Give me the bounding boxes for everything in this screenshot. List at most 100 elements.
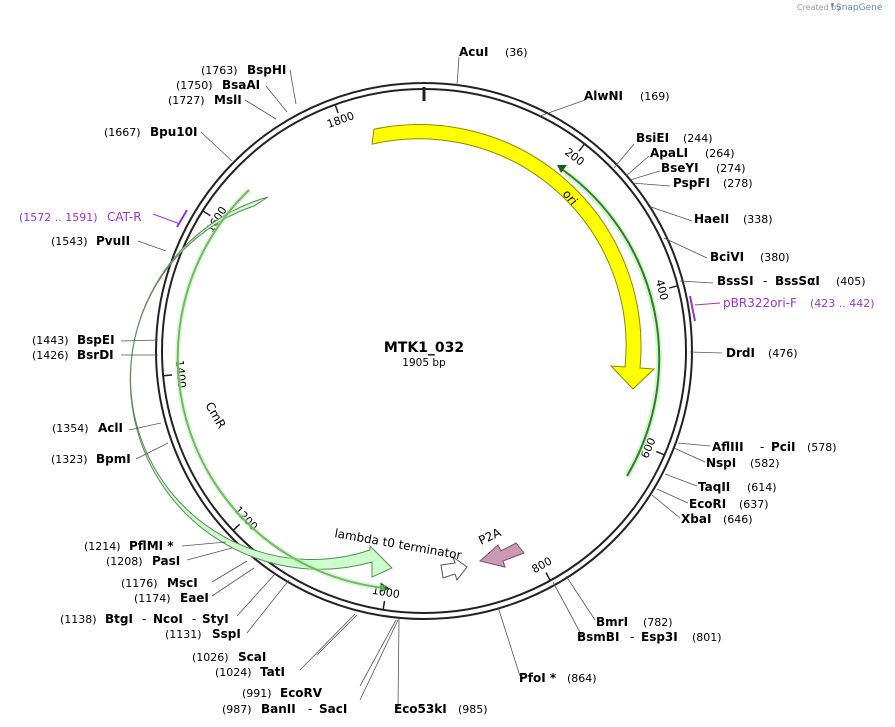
site-haeii[interactable]: HaeII(338)	[694, 212, 773, 226]
site-pvuii[interactable]: (1543) PvuII	[51, 234, 130, 248]
site-tati[interactable]: (1024) TatI	[215, 665, 285, 679]
feature-cmr[interactable]: CmR	[129, 196, 393, 578]
site-ecorv[interactable]: (991)EcoRV	[242, 686, 323, 700]
svg-text:(1543): (1543)	[51, 235, 88, 248]
restriction-site-labels: AcuI(36) AlwNI(169) BsiEI(244) ApaLI (264…	[32, 45, 866, 716]
svg-text:(264): (264)	[705, 147, 735, 160]
primer-pbr322ori-f-range: (423 .. 442)	[810, 297, 875, 310]
svg-text:(338): (338)	[743, 213, 773, 226]
site-bsaai[interactable]: (1750)BsaAI	[176, 78, 260, 92]
svg-text:-: -	[763, 274, 767, 288]
site-taqii[interactable]: TaqII(614)	[698, 480, 777, 494]
svg-text:(278): (278)	[723, 177, 753, 190]
tick-label: 400	[653, 278, 671, 302]
svg-text:SacI: SacI	[319, 702, 347, 716]
primer-pbr322ori-f-name: pBR322ori-F	[723, 296, 797, 310]
svg-text:(582): (582)	[750, 457, 780, 470]
svg-text:(1026): (1026)	[192, 651, 229, 664]
site-bsphi[interactable]: (1763)BspHI	[201, 63, 286, 77]
svg-text:-: -	[760, 440, 764, 454]
site-ecori[interactable]: EcoRI (637)	[689, 497, 769, 511]
plasmid-name: MTK1_032	[384, 340, 464, 356]
tick-mark	[202, 210, 211, 217]
site-bsiei[interactable]: BsiEI(244)	[636, 131, 713, 145]
site-pflmi[interactable]: (1214)PflMI *	[84, 539, 174, 553]
tick-label: 1800	[325, 109, 356, 131]
primer-pbr322ori-f[interactable]: pBR322ori-F (423 .. 442)	[689, 295, 875, 322]
svg-text:(1024): (1024)	[215, 666, 252, 679]
site-bsmbi[interactable]: BsmBI-Esp3I(801)	[577, 630, 722, 644]
site-alwni[interactable]: AlwNI(169)	[584, 89, 670, 103]
site-apali[interactable]: ApaLI (264)	[650, 146, 735, 160]
site-acli[interactable]: (1354)AclI	[52, 421, 123, 435]
plasmid-length: 1905 bp	[402, 357, 446, 369]
site-nspi[interactable]: NspI(582)	[706, 456, 780, 470]
tick-mark	[334, 104, 339, 114]
svg-text:(1214): (1214)	[84, 540, 121, 553]
svg-text:NcoI: NcoI	[153, 612, 183, 626]
site-bsssi[interactable]: BssSI-BssSαI(405)	[717, 274, 866, 288]
site-acui[interactable]: AcuI(36)	[459, 45, 528, 59]
svg-text:AcuI: AcuI	[459, 45, 488, 59]
svg-text:ApaLI: ApaLI	[650, 146, 688, 160]
tick-mark	[578, 143, 586, 152]
svg-text:StyI: StyI	[202, 612, 229, 626]
site-bpu10i[interactable]: (1667) Bpu10I	[104, 125, 197, 139]
svg-text:(637): (637)	[739, 498, 769, 511]
svg-text:AclI: AclI	[98, 421, 123, 435]
site-bsrdi[interactable]: (1426)BsrDI	[32, 348, 114, 362]
site-drdi[interactable]: DrdI(476)	[726, 346, 798, 360]
svg-text:Bpu10I: Bpu10I	[150, 125, 197, 139]
ori-arrow	[371, 124, 656, 390]
svg-text:BssSαI: BssSαI	[775, 274, 820, 288]
svg-text:XbaI: XbaI	[681, 512, 711, 526]
site-banii[interactable]: (987)BanII-SacI	[222, 702, 347, 716]
p2a-arrow	[478, 542, 525, 568]
svg-text:(1174): (1174)	[134, 592, 171, 605]
site-bpmi[interactable]: (1323)BpmI	[51, 452, 131, 466]
svg-text:PvuII: PvuII	[96, 234, 130, 248]
site-bcivi[interactable]: BciVI(380)	[710, 250, 790, 264]
primer-cat-r-range: (1572 .. 1591)	[19, 211, 98, 224]
site-bmri[interactable]: BmrI (782)	[596, 615, 673, 629]
svg-text:(985): (985)	[458, 703, 488, 716]
svg-text:ScaI: ScaI	[238, 650, 266, 664]
svg-text:EcoRV: EcoRV	[280, 686, 323, 700]
site-xbai[interactable]: XbaI(646)	[681, 512, 753, 526]
site-scai[interactable]: (1026) ScaI	[192, 650, 266, 664]
site-msli[interactable]: (1727)MslI	[168, 93, 242, 107]
site-pfoi[interactable]: PfoI *(864)	[519, 671, 597, 685]
svg-text:EcoRI: EcoRI	[689, 497, 726, 511]
svg-text:AlwNI: AlwNI	[584, 89, 623, 103]
svg-text:(782): (782)	[643, 616, 673, 629]
tick-mark	[655, 450, 665, 456]
site-sspi[interactable]: (1131)SspI	[165, 627, 241, 641]
site-msci[interactable]: (1176)MscI	[121, 576, 198, 590]
site-eaei[interactable]: (1174)EaeI	[134, 591, 209, 605]
site-eco53ki[interactable]: Eco53kI(985)	[394, 702, 488, 716]
site-afliii[interactable]: AflIII-PciI(578)	[712, 440, 837, 454]
svg-text:(1138): (1138)	[60, 613, 97, 626]
svg-text:-: -	[142, 612, 146, 626]
svg-text:TatI: TatI	[260, 665, 285, 679]
svg-text:(1131): (1131)	[165, 628, 202, 641]
feature-lambda-t0-terminator[interactable]: lambda t0 terminator	[333, 526, 468, 582]
site-bseyi[interactable]: BseYI(274)	[661, 161, 746, 175]
svg-text:BpmI: BpmI	[96, 452, 131, 466]
site-btgi[interactable]: (1138)BtgI-NcoI-StyI	[60, 612, 229, 626]
svg-text:AflIII: AflIII	[712, 440, 744, 454]
svg-text:(1667): (1667)	[104, 126, 141, 139]
cmr-label: CmR	[202, 400, 228, 432]
svg-text:BssSI: BssSI	[717, 274, 754, 288]
svg-text:BmrI: BmrI	[596, 615, 628, 629]
svg-text:(1763): (1763)	[201, 64, 238, 77]
site-pspfi[interactable]: PspFI(278)	[673, 176, 753, 190]
svg-text:(274): (274)	[716, 162, 746, 175]
tick-mark	[668, 285, 678, 289]
feature-p2a[interactable]: P2A	[476, 525, 525, 568]
svg-text:(244): (244)	[683, 132, 713, 145]
primer-cat-r[interactable]: (1572 .. 1591) CAT-R	[19, 209, 188, 228]
site-bspei[interactable]: (1443)BspEI	[32, 333, 115, 347]
site-pasi[interactable]: (1208)PasI	[106, 554, 180, 568]
